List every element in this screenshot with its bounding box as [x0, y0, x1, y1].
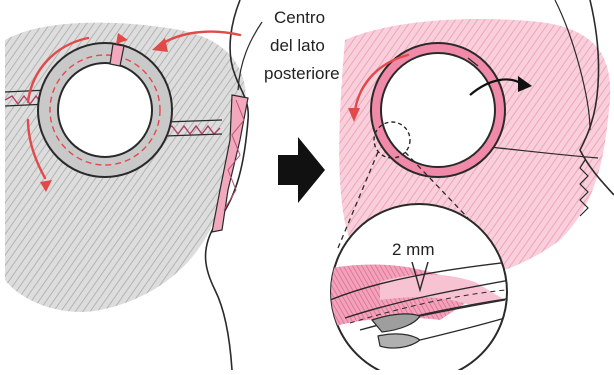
right-ring-inner: [381, 53, 495, 167]
left-ring-inner: [58, 63, 152, 157]
label-back-center-line3: posteriore: [262, 64, 342, 84]
right-arrow-icon: [278, 137, 325, 203]
label-back-center-line2: del lato: [268, 36, 327, 56]
label-measurement: 2 mm: [390, 240, 437, 260]
left-panel: [5, 0, 248, 370]
label-back-center-line1: Centro: [272, 8, 327, 28]
